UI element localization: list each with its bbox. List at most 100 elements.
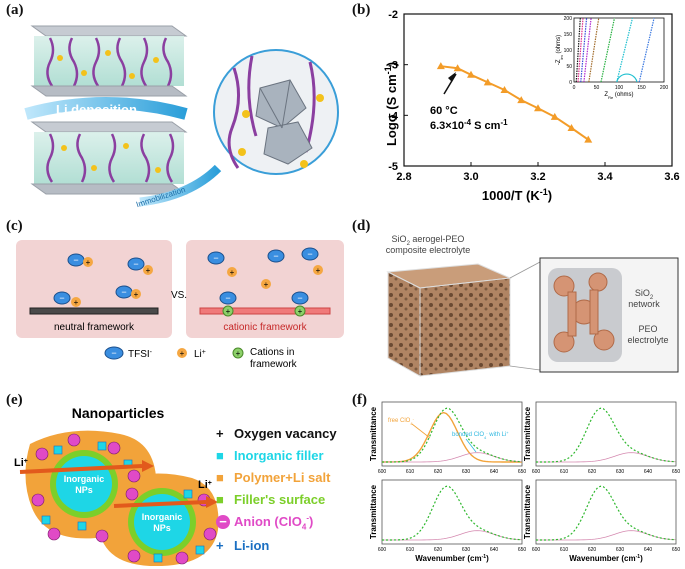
polymer-chains-top bbox=[46, 37, 173, 87]
y-axis-label-exp: -1 bbox=[383, 66, 393, 74]
li-label-left: Li+ bbox=[14, 457, 28, 469]
svg-text:−: − bbox=[59, 293, 64, 303]
x-tick-label: 600 bbox=[378, 469, 387, 475]
cube-front bbox=[419, 277, 511, 377]
inset-x-tick-label: 100 bbox=[615, 85, 624, 91]
y-tick-label: -4 bbox=[388, 110, 399, 122]
top-electrolyte bbox=[34, 36, 184, 86]
x-tick-label: 600 bbox=[378, 547, 387, 553]
svg-text:−: − bbox=[225, 293, 230, 303]
y-tick-label: -5 bbox=[388, 161, 398, 173]
data-point bbox=[453, 64, 462, 72]
panel-label-b: (b) bbox=[352, 2, 371, 18]
x-axis-label-end: ) bbox=[548, 188, 552, 203]
panel-a-illustration: Li deposition Immobilization bbox=[24, 25, 339, 209]
li-ions bbox=[41, 441, 205, 563]
legend-filler-surface-text: Filler's surface bbox=[234, 492, 326, 507]
panel-label-a: (a) bbox=[6, 2, 24, 18]
d-title-line2: composite electrolyte bbox=[386, 245, 471, 255]
bonded-clo4-peak bbox=[536, 530, 677, 541]
x-tick-label: 630 bbox=[462, 469, 471, 475]
inorganic-filler-1 bbox=[56, 456, 112, 512]
free-clo4-peak bbox=[381, 411, 523, 463]
arrhenius-line bbox=[440, 65, 589, 141]
x-axis-label: 1000/T (K-1) bbox=[482, 187, 552, 203]
svg-text:+: + bbox=[316, 266, 321, 275]
data-point bbox=[534, 104, 542, 112]
legend-anion: −Anion (ClO4-) bbox=[216, 514, 313, 532]
y-axis-label: Logσ (S cm-1) bbox=[383, 62, 399, 146]
annotation-unit: S cm bbox=[471, 120, 501, 132]
x-tick-label: 650 bbox=[518, 547, 527, 553]
y-tick-label: -3 bbox=[388, 60, 398, 72]
legend-anion-symbol: − bbox=[216, 515, 230, 530]
legend-li-ion-symbol: + bbox=[216, 538, 224, 553]
li-ions-bottom bbox=[61, 143, 161, 173]
li-deposition-label: Li deposition bbox=[56, 102, 137, 117]
legend-oxygen-vacancy: +Oxygen vacancy bbox=[216, 426, 337, 441]
annotation-free-arrow bbox=[411, 423, 431, 439]
legend-cations-line2: framework bbox=[250, 359, 298, 370]
panel-label-f: (f) bbox=[352, 392, 367, 408]
svg-text:+: + bbox=[180, 349, 185, 358]
svg-text:−: − bbox=[307, 249, 312, 259]
sio2-label-line2: network bbox=[628, 299, 660, 309]
panel-c-illustration: − − − − + + + + neutral framework VS. + … bbox=[16, 240, 344, 370]
annotation-value-exp: -4 bbox=[464, 118, 472, 127]
inset-x-tick-label: 200 bbox=[660, 85, 669, 91]
magnified-framework bbox=[255, 79, 313, 165]
cationic-framework-label: cationic framework bbox=[223, 322, 307, 333]
inset-y-tick-label: 150 bbox=[564, 32, 573, 38]
inset-y-tick-label: 50 bbox=[566, 64, 572, 70]
immobilization-arrow bbox=[139, 164, 222, 207]
legend-inorganic-filler: ■Inorganic filler bbox=[216, 448, 324, 463]
x-tick-label: 2.8 bbox=[396, 171, 411, 183]
polymer-chains-bottom bbox=[46, 133, 175, 183]
svg-text:−: − bbox=[297, 293, 302, 303]
x-tick-label: 640 bbox=[644, 547, 653, 553]
subplot-frame bbox=[535, 479, 677, 545]
svg-text:+: + bbox=[146, 266, 151, 275]
x-tick-label: 650 bbox=[672, 547, 681, 553]
nyquist-series bbox=[616, 17, 634, 83]
x-axis-label: Wavenumber (cm-1) bbox=[415, 554, 489, 563]
cationic-li-ions: + + + bbox=[227, 265, 323, 289]
data-point bbox=[500, 86, 509, 93]
annotation-temperature: 60 °C bbox=[430, 105, 458, 117]
svg-text:−: − bbox=[273, 251, 278, 261]
data-point bbox=[436, 62, 445, 70]
legend-li-label: Li+ bbox=[194, 349, 206, 361]
li-deposition-arrow bbox=[24, 97, 188, 120]
x-tick-label: 610 bbox=[406, 469, 415, 475]
x-tick-label: 600 bbox=[532, 547, 541, 553]
neutral-framework-bar bbox=[29, 307, 159, 315]
x-tick-label: 640 bbox=[490, 547, 499, 553]
inset-y-tick-label: 0 bbox=[569, 80, 572, 86]
li-ions-top bbox=[57, 50, 159, 79]
nyquist-series bbox=[583, 17, 592, 83]
x-tick-label: 610 bbox=[560, 469, 569, 475]
svg-text:+: + bbox=[74, 298, 79, 307]
cube-left bbox=[387, 271, 421, 377]
data-point bbox=[584, 135, 593, 143]
panel-e-illustration: Nanoparticles Inorganic NPs Inorganic NP… bbox=[14, 405, 219, 566]
inset-frame bbox=[573, 17, 665, 83]
core-label-1-line1: Inorganic bbox=[64, 474, 105, 484]
x-tick-label: 630 bbox=[616, 547, 625, 553]
legend-cations-line1: Cations in bbox=[250, 347, 294, 358]
li-label-right: Li+ bbox=[198, 479, 212, 491]
fit-curve bbox=[535, 485, 677, 541]
neutral-li-ions: + + + + bbox=[71, 257, 153, 307]
bottom-plate bbox=[30, 121, 188, 133]
legend-cation-symbol bbox=[232, 347, 244, 359]
inorganic-filler-2 bbox=[134, 494, 190, 550]
core-label-2-line2: NPs bbox=[153, 523, 171, 533]
peo-label-line2: electrolyte bbox=[627, 335, 668, 345]
top-base bbox=[30, 85, 188, 97]
magnified-ions bbox=[238, 94, 324, 168]
nyquist-series bbox=[600, 17, 616, 83]
